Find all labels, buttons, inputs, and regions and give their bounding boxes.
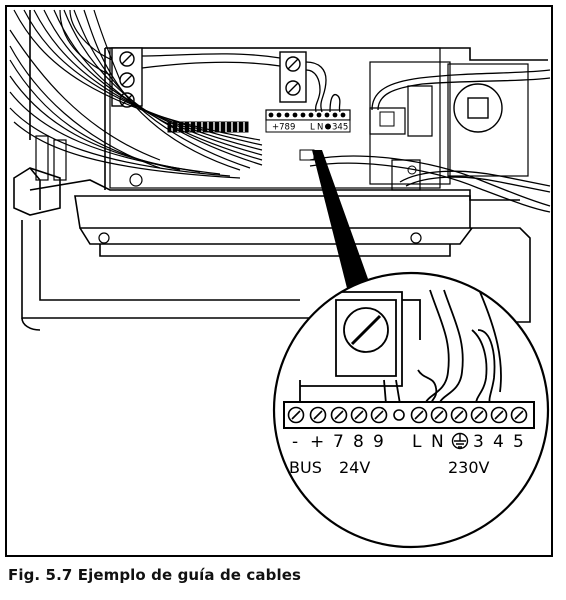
device-housing bbox=[13, 10, 548, 331]
zoom-pointer bbox=[312, 150, 372, 300]
label-5: 5 bbox=[513, 432, 524, 452]
label-9: 9 bbox=[373, 432, 384, 452]
wires-right bbox=[309, 69, 551, 213]
centre-screw-terminals bbox=[279, 51, 307, 103]
small-terminal-label-l: L bbox=[310, 123, 315, 133]
left-screw-terminals bbox=[111, 47, 143, 108]
label-l: L bbox=[412, 432, 422, 452]
label-24v: 24V bbox=[339, 458, 370, 477]
label-7: 7 bbox=[333, 432, 344, 452]
label-minus: - bbox=[292, 432, 298, 452]
small-terminal-label-left: +789 bbox=[272, 123, 295, 133]
label-230v: 230V bbox=[448, 458, 490, 477]
label-plus: + bbox=[310, 432, 324, 452]
small-ground-symbol bbox=[325, 123, 331, 130]
small-terminal-strip: +789 L N 345 bbox=[265, 109, 351, 133]
label-3: 3 bbox=[473, 432, 484, 452]
figure-caption: Fig. 5.7 Ejemplo de guía de cables bbox=[8, 566, 301, 584]
figure-border bbox=[5, 5, 553, 557]
label-bus: BUS bbox=[289, 458, 322, 477]
zoom-detail: - + 7 8 9 L N 3 4 5 BUS 24V 230V bbox=[272, 271, 550, 549]
label-8: 8 bbox=[353, 432, 364, 452]
label-4: 4 bbox=[493, 432, 504, 452]
label-n: N bbox=[431, 432, 444, 452]
small-terminal-label-n: N bbox=[317, 123, 323, 133]
cable-bundle-left bbox=[9, 9, 263, 179]
wires-centre bbox=[141, 53, 341, 113]
small-terminal-label-nums: 345 bbox=[332, 123, 348, 133]
ground-symbol-icon bbox=[451, 432, 469, 450]
zoom-screw-block bbox=[322, 291, 403, 387]
